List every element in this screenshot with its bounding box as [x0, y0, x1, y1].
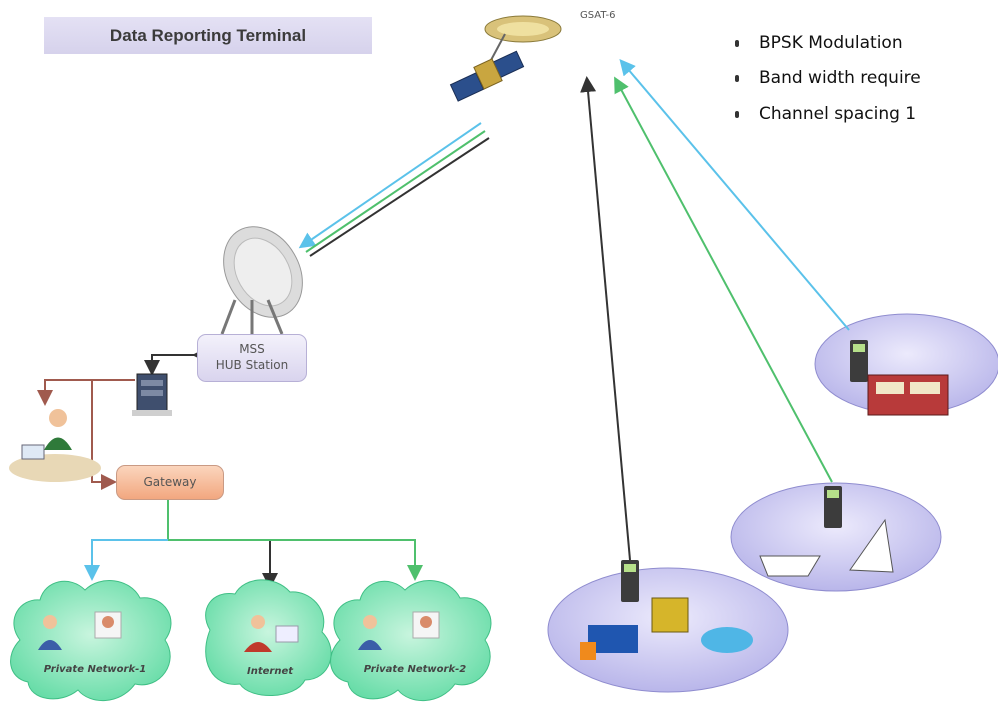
hub-server-link — [144, 347, 208, 376]
server-links — [37, 379, 135, 490]
gateway-node: Gateway — [116, 465, 224, 500]
bullet-dot-icon — [735, 110, 739, 118]
bullet-dot-icon — [735, 39, 739, 47]
cloud-internet — [205, 579, 332, 696]
dish-antenna-icon — [220, 226, 303, 335]
cloud-private-network-2 — [330, 580, 492, 702]
terminal-device-icons — [621, 340, 868, 602]
network-users-icons — [38, 611, 440, 652]
bullet-item-1: BPSK Modulation — [735, 33, 903, 53]
cloud-label-private-network-1: Private Network-1 — [43, 664, 147, 675]
bullet-item-2: Band width require — [735, 68, 921, 88]
bullet-dot-icon — [735, 74, 739, 82]
cloud-private-network-1 — [10, 580, 172, 702]
ships-icons — [759, 518, 894, 577]
page-title: Data Reporting Terminal — [109, 26, 307, 45]
hub-line-1: MSS — [239, 342, 265, 356]
vehicles-icons — [580, 597, 753, 660]
gateway-distribution-lines — [84, 498, 423, 589]
bullet-item-3: Channel spacing 1 — [735, 104, 916, 124]
uplink-lines — [580, 58, 850, 561]
downlink-lines — [298, 122, 490, 257]
title-box — [44, 17, 372, 54]
satellite-label: GSAT-6 — [580, 10, 616, 21]
server-icon — [132, 373, 172, 416]
satellite-icon — [449, 15, 562, 102]
operator-icon — [9, 409, 101, 482]
cloud-label-internet: Internet — [246, 666, 293, 677]
mss-hub-station-node: MSS HUB Station — [197, 334, 307, 382]
cloud-label-private-network-2: Private Network-2 — [363, 664, 467, 675]
train-icon — [867, 374, 949, 416]
hub-line-2: HUB Station — [215, 358, 289, 372]
